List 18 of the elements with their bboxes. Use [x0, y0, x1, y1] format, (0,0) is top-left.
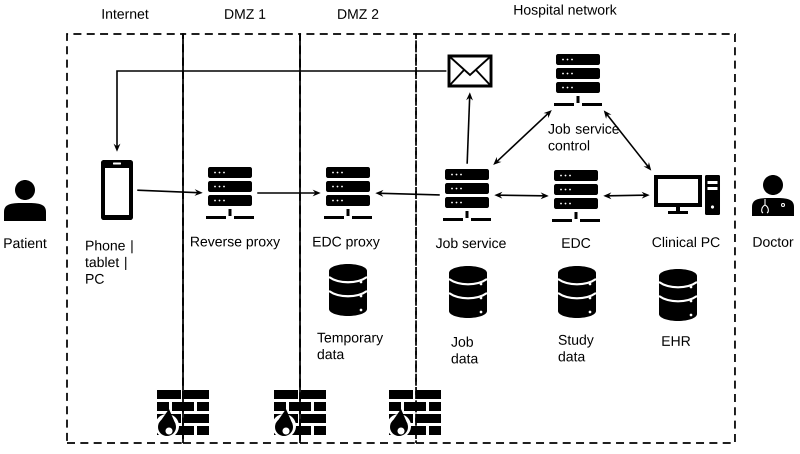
icon-label: Job service — [436, 238, 506, 248]
icon-label: EDC proxy — [313, 236, 380, 250]
zone-heading: Internet — [102, 9, 149, 19]
zone-heading: DMZ 2 — [338, 9, 378, 19]
zone-heading: DMZ 1 — [225, 9, 266, 19]
icon-label: Doctor — [754, 237, 794, 247]
icon-label: EHR — [662, 336, 690, 346]
icon-label: Phone | tablet | PC — [85, 240, 133, 284]
zone-heading: Hospital network — [514, 4, 617, 18]
icon-label: Temporary data — [317, 332, 384, 360]
icon-label: Study data — [558, 334, 594, 362]
icon-label: Job data — [451, 336, 478, 364]
icon-label: Clinical PC — [652, 236, 720, 248]
icon-label: Reverse proxy — [191, 236, 280, 250]
icon-label: EDC — [562, 238, 590, 248]
envelope-icon — [448, 54, 492, 88]
icon-label: Job service control — [548, 124, 619, 150]
icon-label: Patient — [4, 238, 47, 248]
